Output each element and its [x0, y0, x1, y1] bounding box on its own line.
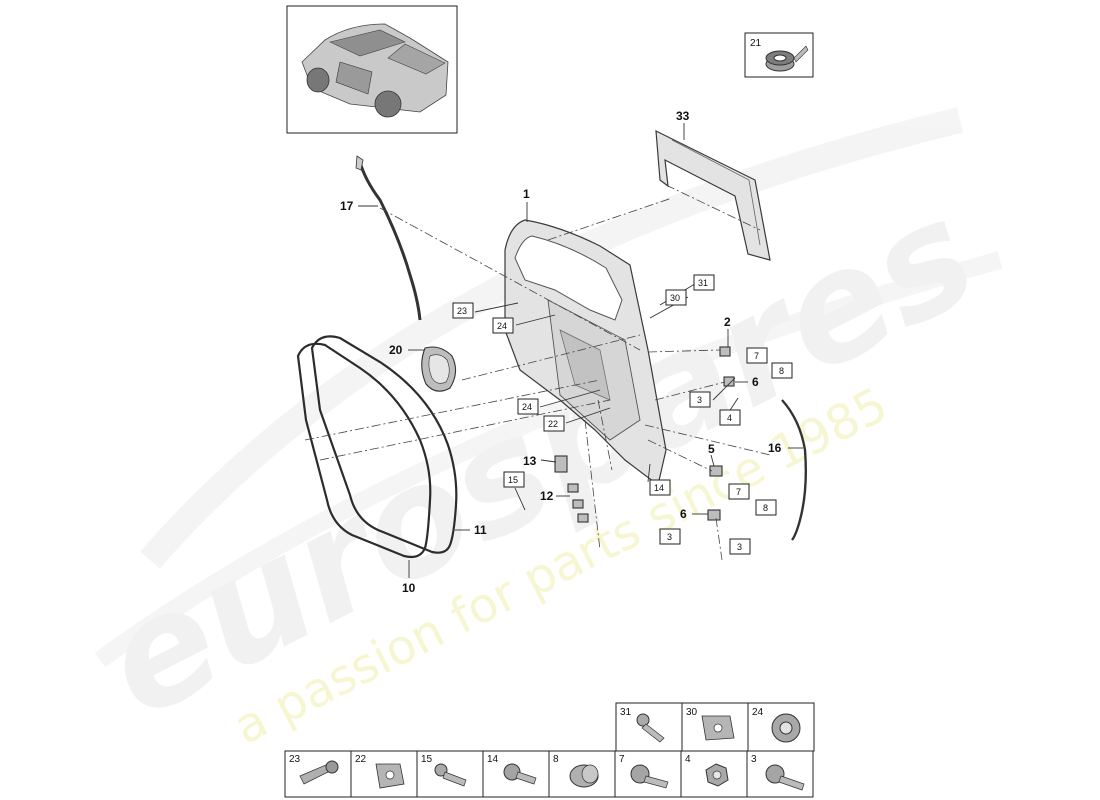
legend-top-row: 31 30 24 [615, 702, 815, 752]
handle-cover-20 [421, 346, 457, 392]
legend-cell-22: 22 [350, 750, 418, 798]
svg-text:4: 4 [685, 754, 691, 765]
assembly-lines [304, 184, 771, 561]
door-seals [296, 335, 458, 559]
callout-6: 6 [752, 375, 759, 389]
legend-cell-23: 23 [284, 750, 352, 798]
svg-text:15: 15 [508, 475, 518, 485]
inset-tape-roll: 21 [744, 32, 814, 78]
door-shell [504, 219, 667, 487]
legend-cell-3: 3 [746, 750, 814, 798]
callout-6: 6 [680, 507, 687, 521]
vehicle-thumbnail [286, 5, 458, 134]
cable-17 [358, 161, 422, 321]
boxed-label-15: 15 [503, 471, 525, 488]
svg-text:14: 14 [654, 483, 664, 493]
callout-33: 33 [676, 109, 690, 123]
boxed-label-31: 31 [693, 274, 715, 291]
callout-5: 5 [708, 442, 715, 456]
svg-text:3: 3 [751, 754, 757, 765]
svg-text:8: 8 [779, 366, 784, 376]
leader-lines [358, 123, 803, 578]
callout-20: 20 [389, 343, 403, 357]
legend-cell-15: 15 [416, 750, 484, 798]
svg-text:8: 8 [553, 754, 559, 765]
boxed-label-3: 3 [689, 391, 711, 408]
svg-text:3: 3 [697, 395, 702, 405]
svg-text:4: 4 [727, 413, 732, 423]
callout-13: 13 [523, 454, 537, 468]
callout-1: 1 [523, 187, 530, 201]
boxed-label-3: 3 [659, 528, 681, 545]
svg-text:22: 22 [548, 419, 558, 429]
svg-text:31: 31 [620, 707, 632, 718]
svg-text:24: 24 [752, 707, 764, 718]
boxed-label-24: 24 [492, 317, 514, 334]
boxed-labels: 23 24 30 31 7 8 3 4 24 22 14 15 7 8 3 3 [452, 274, 793, 555]
legend-cell-24: 24 [747, 702, 815, 752]
legend-cell-31: 31 [615, 702, 683, 752]
boxed-label-8: 8 [755, 499, 777, 516]
legend-cell-30: 30 [681, 702, 749, 752]
svg-text:30: 30 [686, 707, 698, 718]
boxed-label-3: 3 [729, 538, 751, 555]
legend-cell-7: 7 [614, 750, 682, 798]
svg-text:24: 24 [522, 402, 532, 412]
svg-text:23: 23 [289, 754, 301, 765]
callouts: 1 2 5 6 6 10 11 12 13 16 17 20 33 [340, 109, 782, 595]
boxed-label-8: 8 [771, 362, 793, 379]
window-frame-trim [655, 129, 771, 261]
boxed-label-22: 22 [543, 415, 565, 432]
svg-text:22: 22 [355, 754, 367, 765]
svg-text:7: 7 [754, 351, 759, 361]
hinge-parts [554, 346, 735, 523]
svg-text:8: 8 [763, 503, 768, 513]
callout-17: 17 [340, 199, 354, 213]
svg-text:3: 3 [667, 532, 672, 542]
callout-10: 10 [402, 581, 416, 595]
watermark: eurospares a passion for parts since 198… [77, 107, 1003, 756]
svg-text:7: 7 [736, 487, 741, 497]
svg-text:3: 3 [737, 542, 742, 552]
boxed-label-23: 23 [452, 302, 474, 319]
boxed-label-7: 7 [746, 347, 768, 364]
svg-text:15: 15 [421, 754, 433, 765]
boxed-label-24: 24 [517, 398, 539, 415]
legend-cell-8: 8 [548, 750, 616, 798]
callout-16: 16 [768, 441, 782, 455]
svg-text:31: 31 [698, 278, 708, 288]
boxed-label-30: 30 [665, 289, 687, 306]
callout-12: 12 [540, 489, 554, 503]
legend-bottom-row: 23 22 15 14 8 7 [284, 750, 814, 798]
callout-2: 2 [724, 315, 731, 329]
svg-text:7: 7 [619, 754, 625, 765]
svg-text:23: 23 [457, 306, 467, 316]
svg-text:24: 24 [497, 321, 507, 331]
boxed-label-4: 4 [719, 409, 741, 426]
boxed-label-14: 14 [649, 479, 671, 496]
inset-label: 21 [750, 38, 762, 49]
svg-text:14: 14 [487, 754, 499, 765]
boxed-label-7: 7 [728, 483, 750, 500]
legend-cell-14: 14 [482, 750, 550, 798]
cable-16 [781, 399, 807, 541]
callout-11: 11 [474, 523, 487, 537]
legend-cell-4: 4 [680, 750, 748, 798]
svg-text:30: 30 [670, 293, 680, 303]
